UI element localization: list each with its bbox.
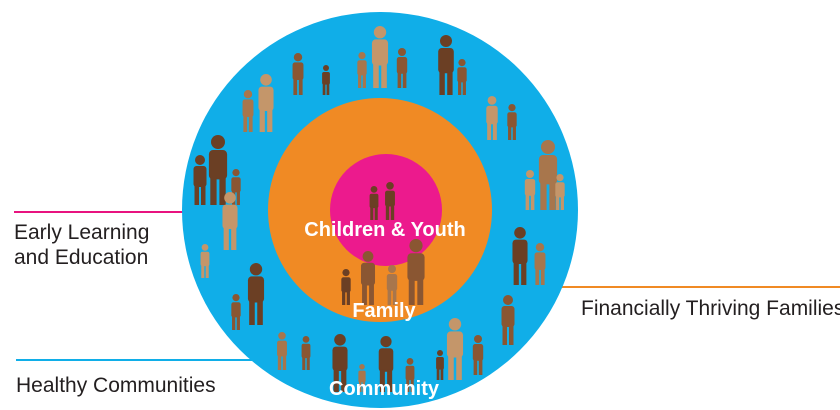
person-silhouette-30 [538,140,558,210]
person-silhouette-8 [242,90,254,132]
person-silhouette-28 [534,243,546,285]
person-silhouette-35 [360,251,376,305]
person-silhouette-24 [446,318,464,380]
ring-label-children-youth: Children & Youth [304,219,466,241]
person-silhouette-1 [292,53,304,95]
person-silhouette-6 [438,35,454,95]
person-silhouette-29 [524,170,536,210]
person-silhouette-18 [301,336,311,370]
person-silhouette-17 [277,332,287,370]
outcome-label-early-learning: Early Learning and Education [14,221,150,269]
outcome-label-healthy: Healthy Communities [16,374,216,397]
person-silhouette-36 [386,265,398,305]
person-silhouette-5 [396,48,408,88]
person-silhouette-26 [501,295,515,345]
person-silhouette-4 [371,26,389,88]
person-silhouette-19 [332,334,348,392]
person-silhouette-38 [369,186,379,220]
person-silhouette-21 [378,336,394,392]
person-silhouette-3 [357,52,367,88]
people-silhouettes [193,26,565,392]
person-silhouette-25 [472,335,484,375]
person-silhouette-15 [231,294,241,330]
person-silhouette-13 [200,244,210,278]
person-silhouette-14 [222,192,238,250]
person-silhouette-7 [457,59,467,95]
person-silhouette-23 [436,350,444,380]
person-silhouette-11 [208,135,228,205]
person-silhouette-9 [258,74,274,132]
person-silhouette-22 [405,358,415,392]
person-silhouette-32 [486,96,498,140]
outcome-label-financial: Financially Thriving Families [581,297,840,320]
person-silhouette-10 [193,155,207,205]
person-silhouette-31 [555,174,565,210]
person-silhouette-39 [385,182,395,220]
person-silhouette-2 [322,65,330,95]
person-silhouette-37 [407,239,425,305]
person-silhouette-16 [247,263,265,325]
person-silhouette-33 [507,104,517,140]
person-silhouette-34 [341,269,351,305]
ring-label-community: Community [329,378,439,400]
person-silhouette-20 [358,364,366,392]
ring-label-family: Family [352,300,416,322]
person-silhouette-27 [512,227,528,285]
